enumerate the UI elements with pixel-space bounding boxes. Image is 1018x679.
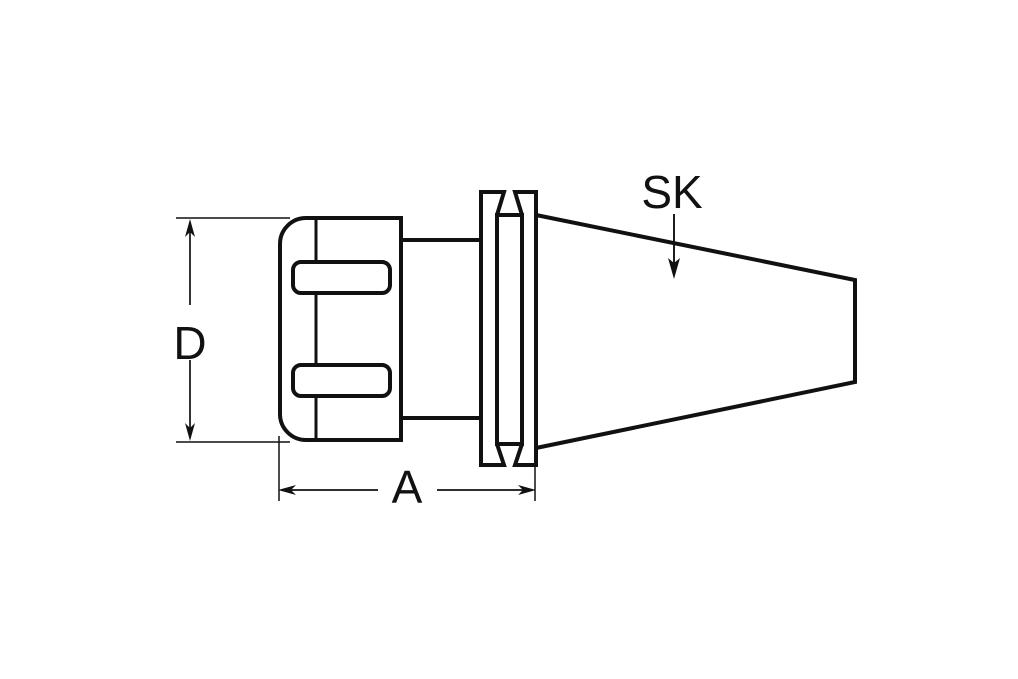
collet-nut-body — [278, 216, 403, 442]
dimension-a: A — [278, 461, 536, 513]
collet-nut-slot-upper — [291, 260, 392, 295]
dim-a-arrow-left — [278, 485, 296, 495]
flange-groove-web — [495, 213, 524, 446]
dim-a-arrow-right — [518, 485, 536, 495]
callout-sk: SK — [641, 166, 703, 279]
dimension-label-a: A — [392, 461, 423, 513]
collet-nut — [278, 216, 403, 442]
taper-shank — [534, 212, 857, 451]
flange-with-groove — [479, 190, 538, 467]
dim-d-arrow-top — [185, 219, 195, 237]
sk-leader-arrowhead — [668, 258, 680, 279]
dimension-d: D — [173, 219, 207, 441]
callout-label-sk: SK — [641, 166, 703, 218]
shaft-body — [396, 238, 486, 420]
collet-nut-slot-lower — [291, 363, 392, 398]
taper-shank-body — [534, 212, 857, 451]
dim-d-arrow-bottom — [185, 423, 195, 441]
dimension-label-d: D — [173, 317, 206, 369]
shaft-section — [396, 238, 486, 420]
